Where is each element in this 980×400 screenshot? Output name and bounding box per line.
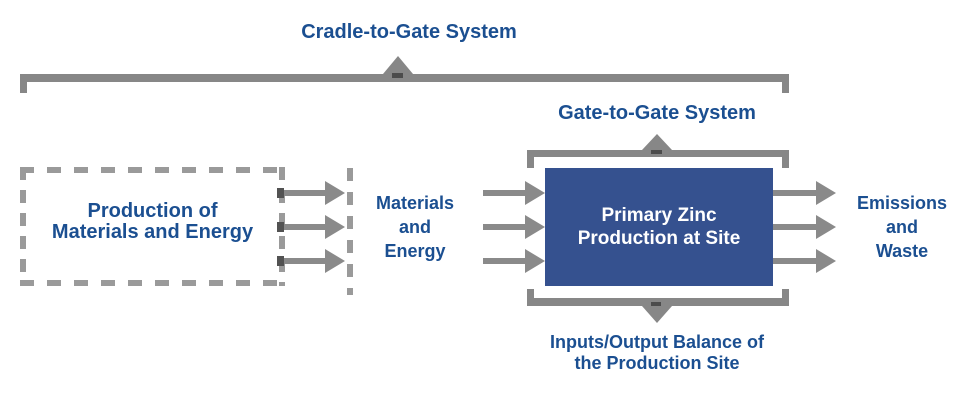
arrow-overlap-mark [277,222,284,232]
io-balance-label: Inputs/Output Balance of the Production … [550,332,764,373]
flow-arrow-shaft [773,190,816,196]
io-bracket-hook-right [782,289,789,301]
cradle-bracket-arrow-up-icon [383,56,413,74]
gate-bracket-arrow-up-icon [642,134,672,150]
production-box: Production of Materials and Energy [20,167,285,286]
arrow-overlap-mark [277,188,284,198]
flow-arrow-icon [325,215,345,239]
flow-arrow-icon [525,249,545,273]
flow-arrow-icon [325,181,345,205]
flow-arrow-shaft [277,224,325,230]
io-bracket-arrow-down-icon [642,306,672,323]
production-box-border-bottom [20,280,285,286]
flow-arrow-shaft [277,190,325,196]
flow-arrow-shaft [773,224,816,230]
system-boundary-dashed-line [347,168,353,295]
flow-arrow-shaft [277,258,325,264]
cradle-bracket-tick-left [20,80,27,93]
flow-arrow-icon [525,181,545,205]
cradle-to-gate-label: Cradle-to-Gate System [301,21,517,43]
flow-arrow-icon [816,249,836,273]
gate-bracket-joint-mark [651,150,662,154]
flow-arrow-shaft [483,190,525,196]
emissions-waste-label: Emissions and Waste [856,193,948,261]
flow-arrow-icon [816,215,836,239]
production-box-label: Production of Materials and Energy [51,200,254,243]
gate-bracket-hook-left [527,156,534,168]
flow-arrow-shaft [483,224,525,230]
flow-arrow-shaft [773,258,816,264]
io-bracket-joint-mark [651,302,661,306]
production-box-border-left [20,167,26,286]
flow-arrow-icon [525,215,545,239]
gate-to-gate-label: Gate-to-Gate System [558,102,756,124]
arrow-overlap-mark [277,256,284,266]
flow-arrow-icon [816,181,836,205]
primary-zinc-box: Primary Zinc Production at Site [545,168,773,286]
cradle-bracket-tick-right [782,80,789,93]
flow-arrow-shaft [483,258,525,264]
gate-bracket-hook-right [782,156,789,168]
cradle-bracket-bar [20,74,789,82]
flow-arrow-icon [325,249,345,273]
io-bracket-hook-left [527,289,534,301]
cradle-bracket-joint-mark [392,73,403,78]
production-box-border-top [20,167,285,173]
primary-zinc-label: Primary Zinc Production at Site [577,205,741,249]
materials-energy-label: Materials and Energy [375,193,455,261]
